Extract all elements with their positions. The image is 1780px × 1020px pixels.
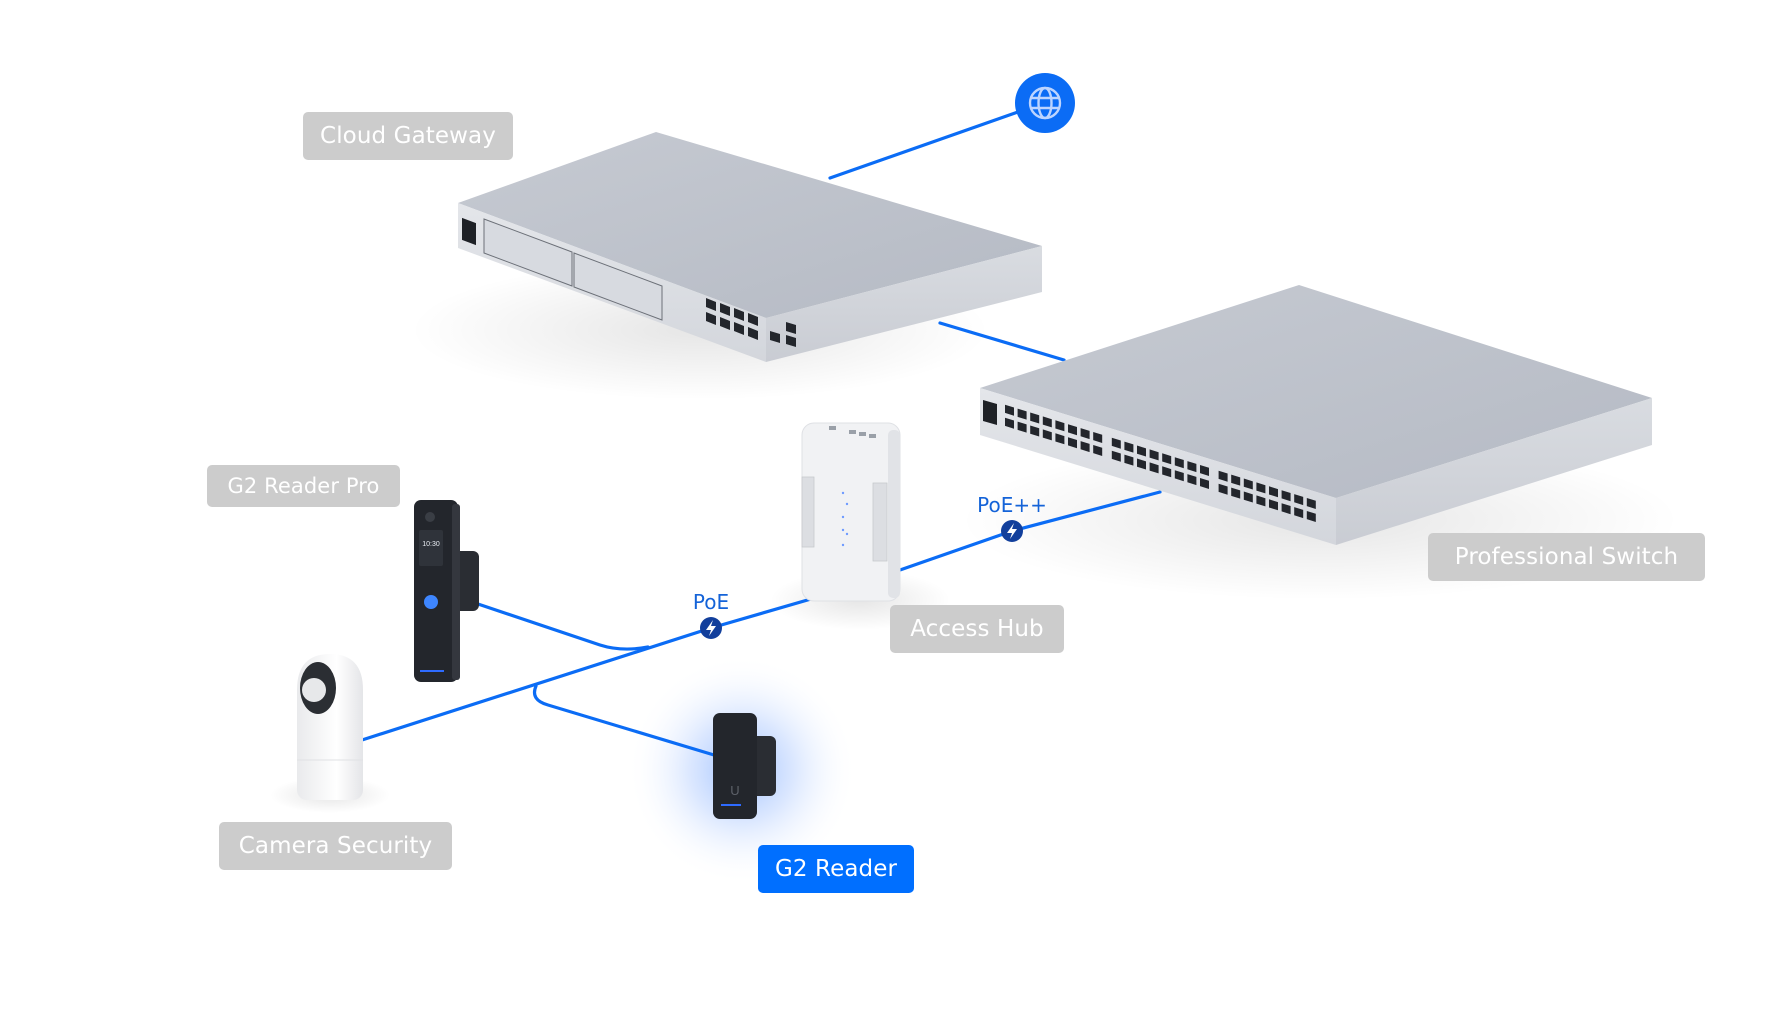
switch-port xyxy=(1256,482,1266,494)
switch-port xyxy=(1231,487,1241,499)
label-camera-security[interactable]: Camera Security xyxy=(219,822,452,870)
switch-port xyxy=(1005,404,1014,416)
switch-port xyxy=(1111,450,1121,462)
reader-pro-camera xyxy=(425,512,435,522)
label-access-hub[interactable]: Access Hub xyxy=(890,605,1064,653)
switch-port xyxy=(1068,437,1077,449)
switch-port xyxy=(1149,449,1159,461)
switch-port xyxy=(1137,458,1146,470)
switch-port xyxy=(1218,470,1228,482)
switch-port xyxy=(1093,431,1103,443)
switch-port xyxy=(1149,462,1159,474)
globe-icon xyxy=(1028,86,1062,120)
switch-port xyxy=(1281,490,1291,502)
globe-badge xyxy=(1015,73,1075,133)
label-g2-reader[interactable]: G2 Reader xyxy=(758,845,914,893)
switch-port xyxy=(1174,470,1184,482)
switch-port xyxy=(1218,483,1228,495)
camera-security-device[interactable] xyxy=(297,654,363,800)
switch-port xyxy=(1080,441,1090,453)
switch-port xyxy=(1281,503,1291,515)
switch-port xyxy=(1005,417,1014,429)
reader-pro-nfc-icon xyxy=(424,595,438,609)
switch-port xyxy=(1187,461,1197,473)
switch-port xyxy=(1256,495,1266,507)
hub-leds xyxy=(841,491,849,547)
link-gateway-internet xyxy=(828,110,1020,180)
switch-port xyxy=(1294,494,1304,506)
switch-port xyxy=(1162,466,1172,478)
switch-port-grid xyxy=(1005,404,1316,522)
switch-port xyxy=(1124,454,1134,466)
switch-port xyxy=(1294,507,1304,519)
switch-port xyxy=(1243,491,1253,503)
reader-pro-led-bar xyxy=(420,670,444,672)
bolt-icon xyxy=(706,620,716,636)
switch-port xyxy=(1162,453,1172,465)
switch-port xyxy=(1042,429,1052,441)
switch-port xyxy=(1269,499,1278,511)
switch-port xyxy=(1030,425,1040,437)
switch-port xyxy=(1017,421,1027,433)
label-cloud-gateway[interactable]: Cloud Gateway xyxy=(303,112,513,160)
label-professional-switch[interactable]: Professional Switch xyxy=(1428,533,1705,581)
reader-pro-screen xyxy=(419,530,443,566)
reader-pro-body xyxy=(414,500,458,682)
g2-reader-pro-device[interactable]: 10:30 xyxy=(414,500,479,682)
bolt-icon xyxy=(1007,523,1017,539)
access-hub-device[interactable] xyxy=(801,422,901,602)
switch-port xyxy=(1124,441,1134,453)
link-gateway-switch xyxy=(938,321,1066,362)
switch-port xyxy=(1055,420,1065,432)
switch-port xyxy=(1200,477,1209,489)
switch-port xyxy=(1174,457,1184,469)
camera-lens xyxy=(302,678,326,702)
switch-port xyxy=(1187,474,1197,486)
switch-port xyxy=(1068,424,1077,436)
professional-switch-device[interactable] xyxy=(980,285,1652,545)
hub-top-ports xyxy=(829,426,876,438)
link-g2-reader xyxy=(532,684,716,757)
hub-side xyxy=(888,430,900,598)
gateway-ports xyxy=(706,298,796,347)
hub-terminals xyxy=(801,476,888,562)
switch-port xyxy=(1137,445,1146,457)
poe-badge-switch xyxy=(1001,520,1023,542)
gateway-drive-bays xyxy=(483,218,663,321)
gateway-side xyxy=(766,246,1042,362)
gateway-power-button xyxy=(462,217,476,246)
switch-port xyxy=(1017,408,1027,420)
switch-port xyxy=(1080,428,1090,440)
switch-display xyxy=(983,400,997,425)
reader-pro-time: 10:30 xyxy=(422,541,440,548)
link-reader-pro xyxy=(476,602,650,651)
poe-label: PoE xyxy=(692,590,730,614)
switch-port xyxy=(1055,433,1065,445)
switch-port xyxy=(1200,464,1209,476)
switch-port xyxy=(1111,437,1121,449)
reader-pro-edge xyxy=(452,504,460,680)
switch-top xyxy=(980,285,1652,498)
switch-port xyxy=(1231,474,1241,486)
internet-node[interactable] xyxy=(1015,73,1075,133)
label-g2-reader-pro[interactable]: G2 Reader Pro xyxy=(207,465,400,507)
switch-port xyxy=(1269,486,1278,498)
reader-led-bar xyxy=(721,804,741,806)
g2-reader-device[interactable]: U xyxy=(713,713,776,819)
cloud-gateway-device[interactable] xyxy=(458,132,1042,362)
switch-port xyxy=(1306,510,1316,522)
reader-logo-icon: U xyxy=(730,783,739,798)
switch-port xyxy=(1243,478,1253,490)
gateway-top xyxy=(458,132,1042,318)
reader-body xyxy=(713,713,757,819)
poe-badge-hub xyxy=(700,617,722,639)
switch-port xyxy=(1093,444,1103,456)
switch-port xyxy=(1042,416,1052,428)
switch-side xyxy=(1336,398,1652,545)
switch-port xyxy=(1306,497,1316,509)
switch-port xyxy=(1030,412,1040,424)
poe-plus-label: PoE++ xyxy=(977,493,1047,517)
